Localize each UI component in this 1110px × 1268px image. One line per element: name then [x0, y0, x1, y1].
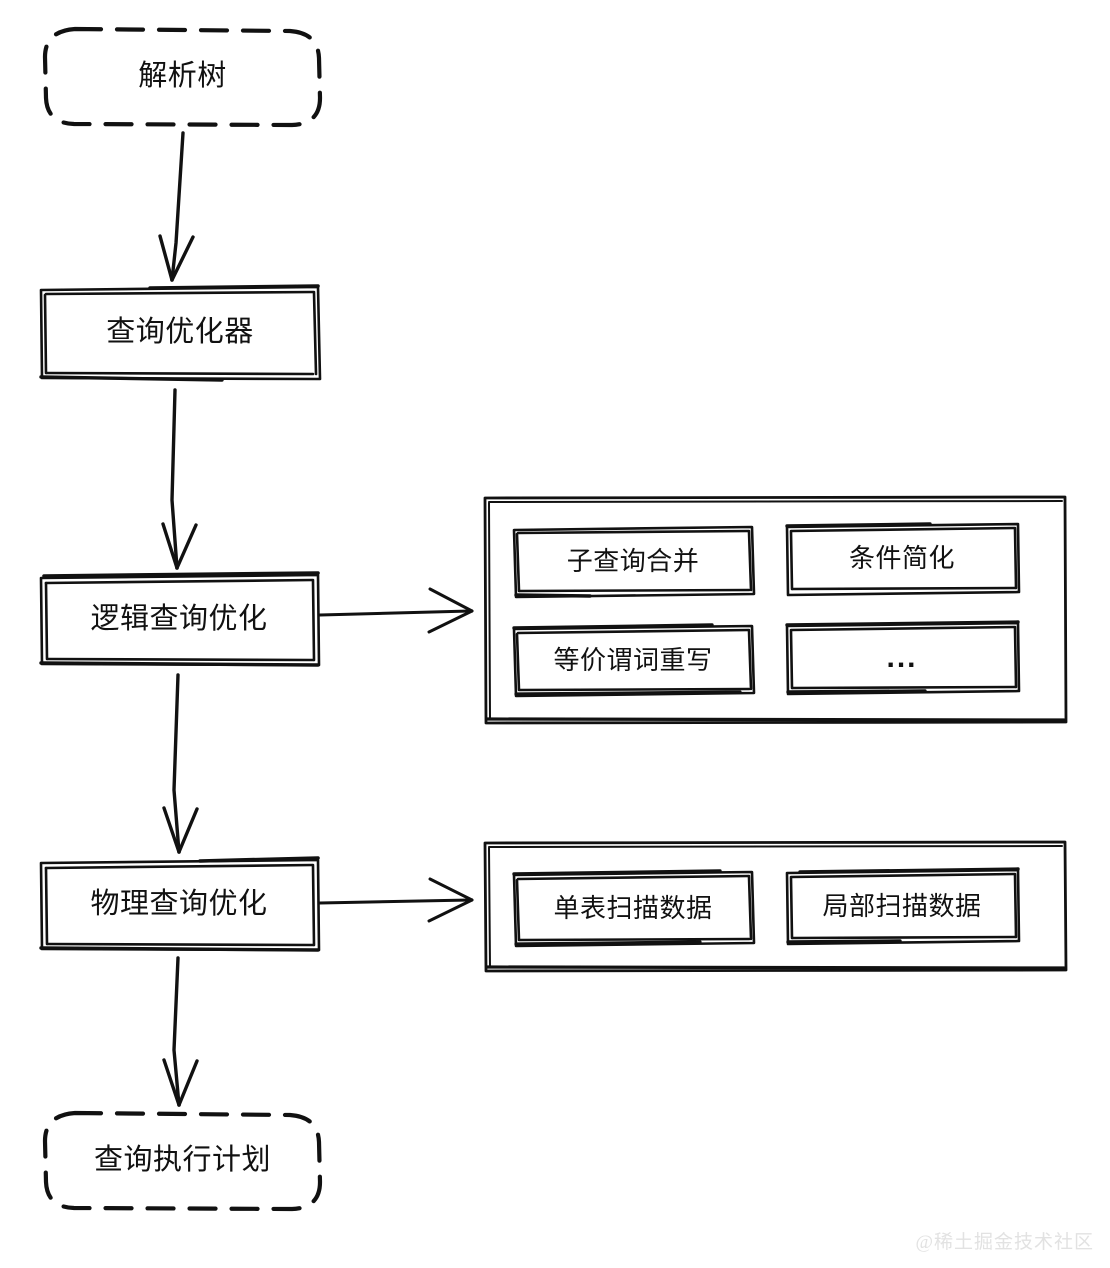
panel-item-label-partial-scan: 局部扫描数据	[822, 890, 982, 921]
panel-item-label-more-ellipsis: ...	[886, 640, 918, 674]
node-label-execution-plan: 查询执行计划	[93, 1144, 271, 1177]
panel-item-label-single-table-scan: 单表扫描数据	[553, 892, 713, 923]
arrow-logical-to-panel	[318, 587, 474, 634]
node-label-query-optimizer: 查询优化器	[106, 316, 254, 349]
panel-item-label-subquery-merge: 子查询合并	[566, 545, 700, 576]
node-label-parse-tree: 解析树	[138, 60, 227, 93]
panel-item-label-predicate-rewrite: 等价谓词重写	[553, 644, 713, 675]
arrow-physical-to-plan	[162, 956, 199, 1107]
node-label-logical-opt: 逻辑查询优化	[90, 603, 268, 636]
arrow-logical-to-physical	[162, 673, 199, 854]
arrow-parse-to-optimizer	[158, 131, 195, 282]
arrow-optimizer-to-logical	[161, 388, 198, 570]
watermark: @稀土掘金技术社区	[915, 1232, 1094, 1253]
arrow-physical-to-panel	[318, 877, 474, 923]
panel-item-label-condition-simplify: 条件简化	[848, 542, 955, 573]
node-label-physical-opt: 物理查询优化	[90, 888, 268, 921]
